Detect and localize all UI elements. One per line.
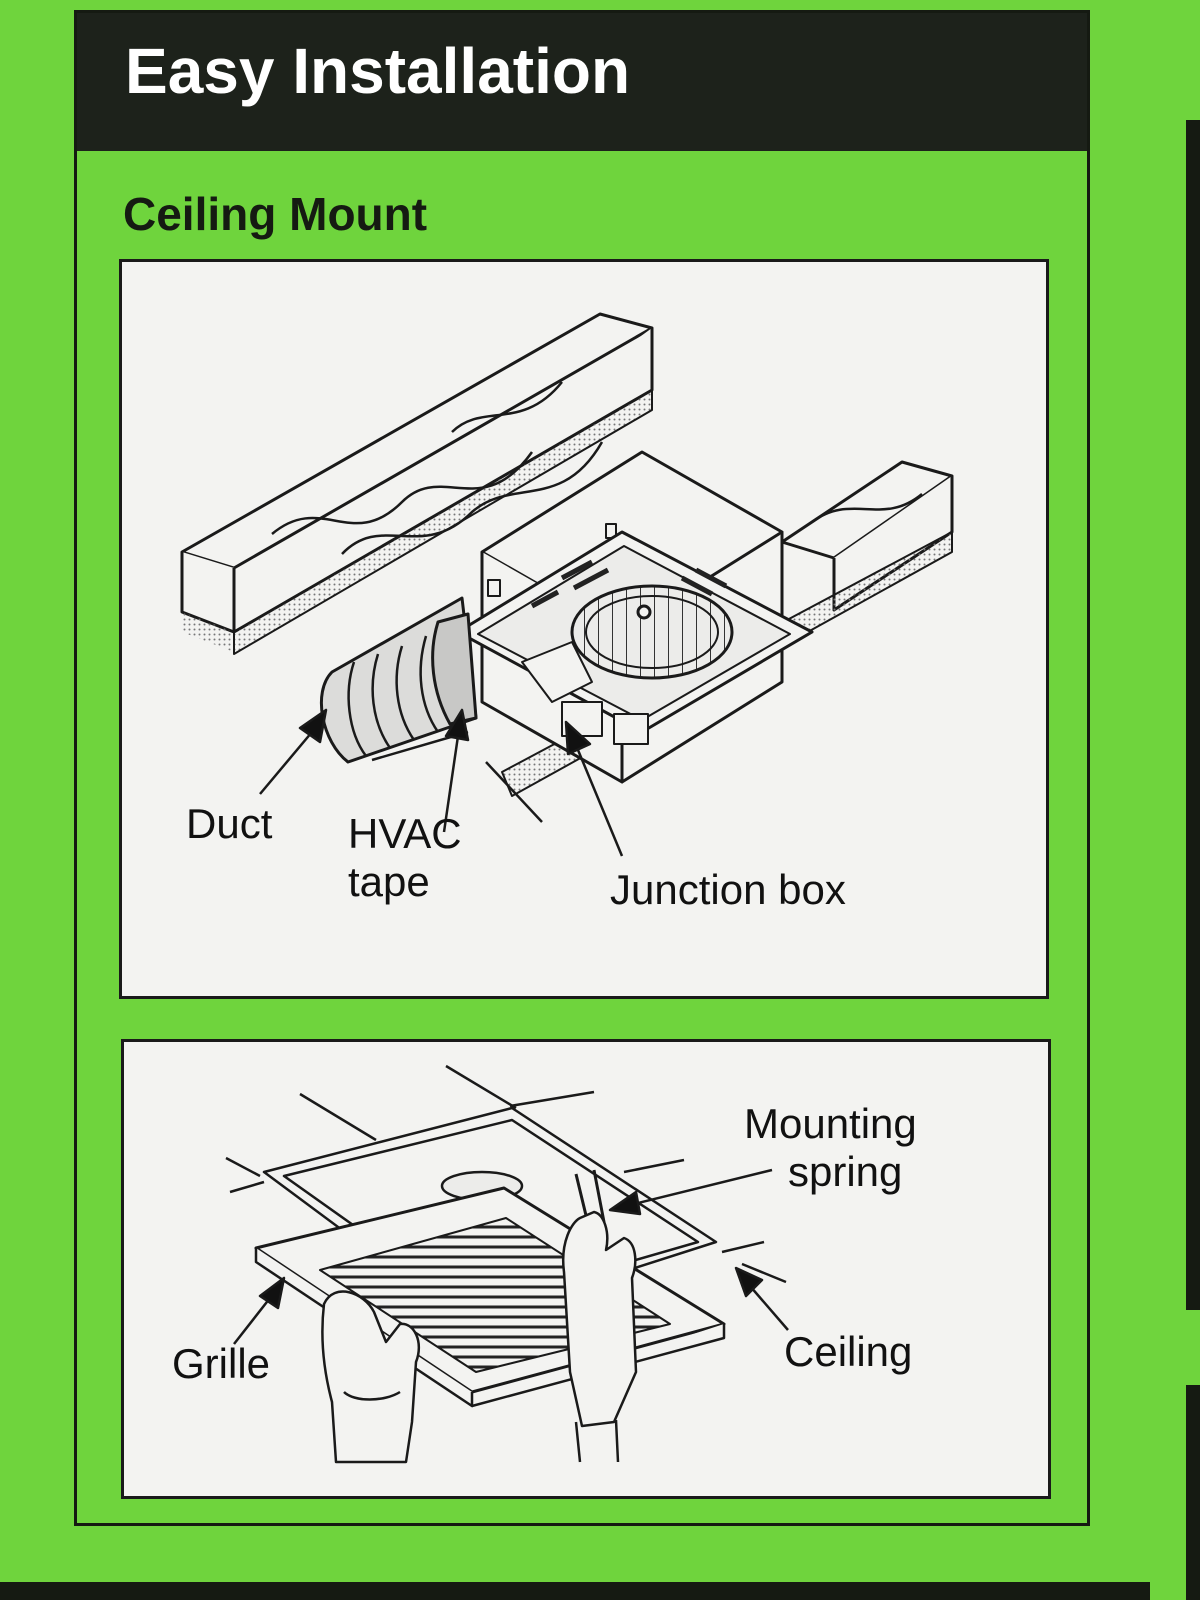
- installation-panel: Easy Installation Ceiling Mount: [74, 10, 1090, 1526]
- right-hand: [561, 1210, 638, 1428]
- title-bar: Easy Installation: [77, 13, 1087, 151]
- adjacent-panel-edge-lower: [1186, 1385, 1200, 1600]
- fan-housing-illustration: [180, 312, 954, 857]
- hvac-tape-label-line1: HVAC: [348, 810, 462, 857]
- junction-box-label: Junction box: [610, 866, 846, 913]
- ceiling-label: Ceiling: [784, 1328, 913, 1375]
- mounting-spring-label-line1: Mounting: [744, 1100, 917, 1147]
- grille-label: Grille: [172, 1340, 271, 1387]
- mounting-spring-label-line2: spring: [788, 1148, 903, 1195]
- grille-install-illustration: [225, 1064, 789, 1464]
- left-hand: [321, 1290, 421, 1464]
- blower-wheel: [570, 584, 734, 680]
- section-title: Ceiling Mount: [123, 188, 428, 240]
- duct-label: Duct: [186, 800, 273, 847]
- next-panel-edge: [0, 1582, 1150, 1600]
- grille-install-diagram: Mounting spring Grille Ceiling: [121, 1039, 1051, 1499]
- page-title: Easy Installation: [125, 35, 631, 107]
- hvac-tape-label-line2: tape: [348, 858, 430, 905]
- ceiling-mount-diagram: Duct HVAC tape Junction box: [119, 259, 1049, 999]
- adjacent-panel-edge: [1186, 120, 1200, 1310]
